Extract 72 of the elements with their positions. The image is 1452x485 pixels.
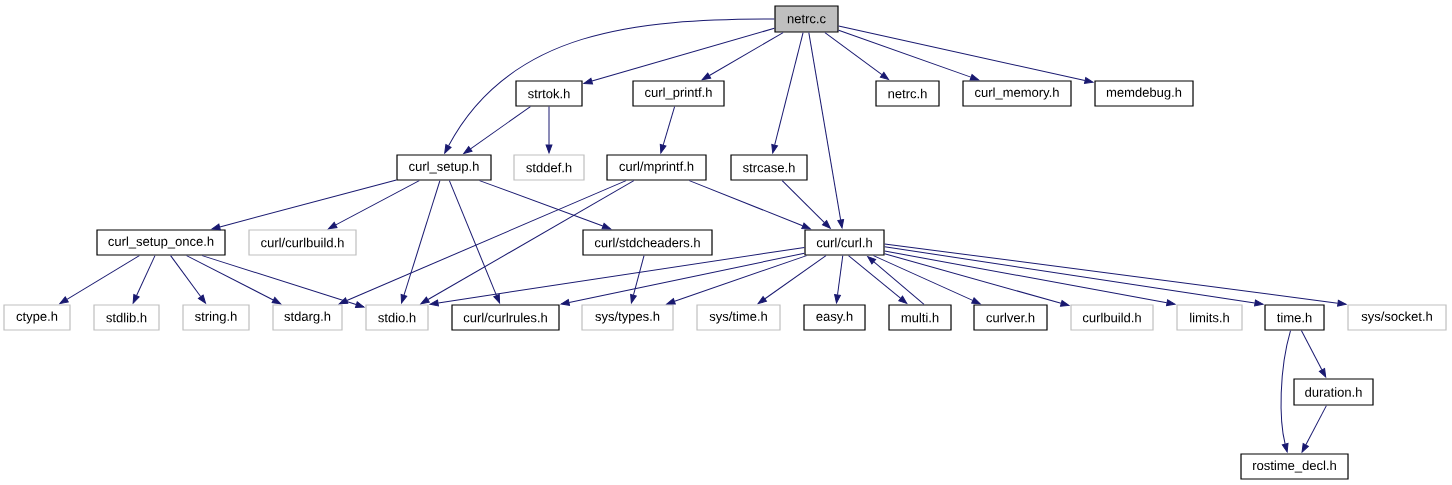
arrow [328, 180, 420, 230]
arrow [848, 255, 908, 304]
arrow [186, 255, 282, 305]
arrow [420, 180, 635, 305]
arrow [781, 180, 831, 229]
arrow [808, 32, 845, 229]
arrow [824, 32, 890, 80]
arrow [429, 246, 805, 307]
arrow [884, 246, 1264, 307]
arrow [583, 27, 775, 85]
file-box: stdlib.h [93, 304, 160, 331]
arrow [560, 252, 805, 306]
arrow [545, 106, 553, 154]
file-box: duration.h [1293, 378, 1374, 406]
file-box: curl/curlrules.h [451, 304, 560, 331]
file-box: strtok.h [515, 80, 583, 107]
arrow [659, 106, 676, 154]
file-box: stdio.h [365, 304, 429, 331]
current-file-box: netrc.c [774, 5, 839, 33]
file-box: curl_setup_once.h [96, 229, 226, 256]
arrow [1300, 330, 1327, 378]
arrow [170, 255, 206, 304]
file-box: curl_memory.h [962, 80, 1072, 107]
arrow [666, 255, 808, 305]
arrow [867, 256, 925, 305]
arrow [448, 180, 501, 304]
file-box: curl/stdcheaders.h [582, 229, 713, 256]
file-box: memdebug.h [1094, 80, 1194, 107]
arrow [771, 32, 804, 154]
arrow [1301, 405, 1327, 453]
arrow [838, 29, 980, 81]
file-box: curl/curl.h [804, 229, 885, 256]
file-box: curlver.h [973, 304, 1048, 331]
arrow [1280, 330, 1291, 453]
file-box: netrc.h [875, 80, 940, 107]
file-box: string.h [182, 304, 250, 331]
file-box: stddef.h [513, 154, 585, 181]
file-box: curl_printf.h [632, 80, 725, 107]
arrow [884, 250, 1176, 307]
arrow [201, 255, 365, 308]
arrow [479, 180, 612, 230]
arrow [838, 25, 1094, 84]
arrow [132, 255, 156, 304]
file-box: curlbuild.h [1070, 304, 1154, 331]
file-box: easy.h [803, 304, 866, 331]
file-box: time.h [1264, 304, 1325, 331]
file-box: sys/time.h [696, 304, 781, 331]
file-box: ctype.h [3, 304, 71, 331]
file-box: sys/socket.h [1347, 304, 1447, 331]
arrow [630, 255, 645, 304]
file-box: multi.h [888, 304, 952, 331]
arrow [701, 32, 784, 81]
arrow [884, 243, 1347, 307]
file-box: sys/types.h [581, 304, 674, 331]
arrow [338, 180, 627, 305]
file-box: stdarg.h [272, 304, 343, 331]
file-box: rostime_decl.h [1240, 453, 1349, 480]
arrow [884, 253, 1070, 307]
arrow [463, 106, 531, 155]
file-box: curl/curlbuild.h [248, 229, 357, 256]
file-box: curl_setup.h [396, 154, 492, 181]
file-box: curl/mprintf.h [606, 154, 707, 181]
arrow [834, 255, 844, 304]
arrow [757, 255, 827, 305]
arrow [444, 18, 775, 154]
arrow [688, 180, 811, 230]
file-box: strcase.h [730, 154, 808, 181]
arrow [400, 180, 441, 304]
file-box: limits.h [1176, 304, 1243, 331]
arrow [873, 255, 981, 305]
arrow [59, 255, 140, 305]
arrow [211, 179, 397, 231]
